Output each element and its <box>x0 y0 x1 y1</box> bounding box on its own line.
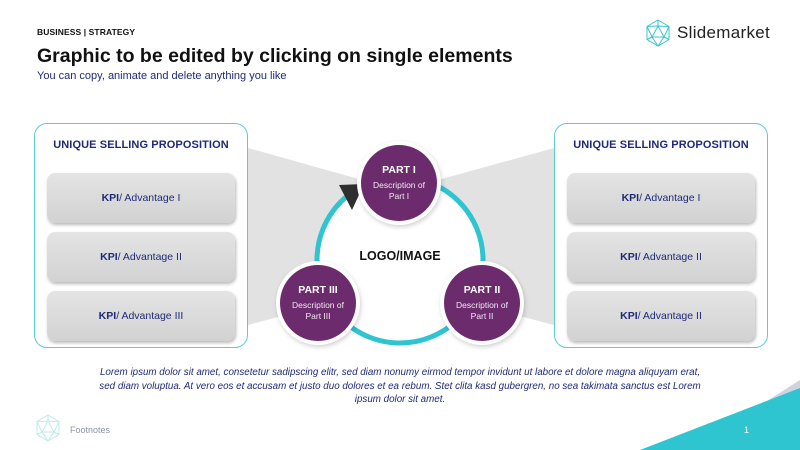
kpi-label: KPI <box>98 310 117 322</box>
part-1-title: PART I <box>382 164 416 176</box>
part-2-title: PART II <box>463 284 501 296</box>
part-3-description: Description of Part III <box>292 300 344 321</box>
kpi-label: KPI <box>620 310 638 322</box>
left-kpi-card-2: KPI / Advantage II <box>47 232 235 282</box>
brand-logo-group: Slidemarket <box>643 18 770 48</box>
left-usp-panel: UNIQUE SELLING PROPOSITION KPI / Advanta… <box>34 123 248 348</box>
kpi-label: KPI <box>621 192 640 204</box>
part-1-description: Description of Part I <box>373 180 425 201</box>
right-kpi-card-1: KPI / Advantage I <box>567 173 755 223</box>
left-panel-heading: UNIQUE SELLING PROPOSITION <box>53 139 229 151</box>
slide-subtitle: You can copy, animate and delete anythin… <box>37 70 287 82</box>
logo-image-placeholder: LOGO/IMAGE <box>359 249 441 263</box>
left-kpi-card-1: KPI / Advantage I <box>47 173 235 223</box>
brand-name: Slidemarket <box>677 23 771 42</box>
geodesic-polyhedron-icon <box>36 414 60 442</box>
body-paragraph: Lorem ipsum dolor sit amet, consetetur s… <box>99 367 701 405</box>
kpi-advantage: / Advantage II <box>637 251 702 263</box>
kpi-advantage: / Advantage II <box>117 251 182 263</box>
arrowhead-icon <box>339 184 364 210</box>
part-2-circle: PART II Description of Part II <box>444 265 520 341</box>
right-kpi-card-3: KPI / Advantage II <box>567 291 755 341</box>
geodesic-polyhedron-icon <box>646 19 670 47</box>
footnotes-label: Footnotes <box>70 425 111 435</box>
right-usp-panel: UNIQUE SELLING PROPOSITION KPI / Advanta… <box>554 123 768 348</box>
part-2-description: Description of Part II <box>456 300 508 321</box>
slide-title: Graphic to be edited by clicking on sing… <box>37 45 513 67</box>
right-panel-heading: UNIQUE SELLING PROPOSITION <box>573 139 749 151</box>
part-3-circle: PART III Description of Part III <box>280 265 356 341</box>
corner-decoration <box>640 380 800 450</box>
kpi-advantage: / Advantage I <box>119 192 181 204</box>
kpi-advantage: / Advantage III <box>116 310 184 322</box>
left-kpi-card-3: KPI / Advantage III <box>47 291 235 341</box>
kpi-label: KPI <box>620 251 638 263</box>
kpi-label: KPI <box>101 192 120 204</box>
right-kpi-card-2: KPI / Advantage II <box>567 232 755 282</box>
page-number: 1 <box>744 425 750 435</box>
category-label: BUSINESS | STRATEGY <box>37 27 136 37</box>
kpi-label: KPI <box>100 251 118 263</box>
kpi-advantage: / Advantage II <box>637 310 702 322</box>
part-1-circle: PART I Description of Part I <box>361 145 437 221</box>
part-3-title: PART III <box>298 284 338 296</box>
kpi-advantage: / Advantage I <box>639 192 701 204</box>
